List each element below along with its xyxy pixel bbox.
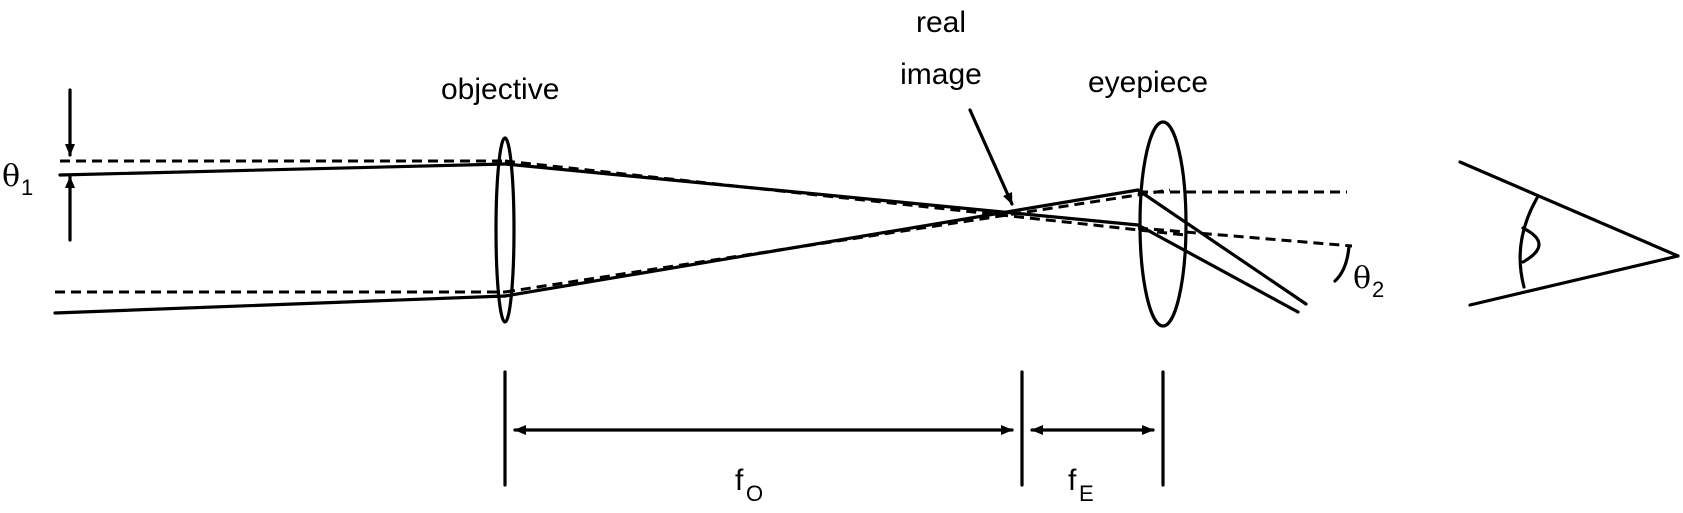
theta2-symbol: θ [1353, 261, 1371, 296]
eye-pupil-arc [1521, 226, 1541, 264]
eye-upper-line [1458, 160, 1680, 258]
objective-lens [494, 136, 516, 324]
incoming-ray-top [58, 162, 507, 177]
real-image-pointer-arrow [968, 108, 1014, 206]
theta2-angle-arc [1333, 244, 1351, 283]
incoming-ray-bottom [53, 294, 507, 315]
dashed-ray-top [504, 159, 1186, 237]
objective-label: objective [441, 73, 559, 106]
dashed-ray-bottom [504, 188, 1171, 294]
fe-subscript: E [1079, 481, 1094, 506]
eyepiece-lens [1138, 120, 1188, 328]
real-image-label-line1: real [916, 6, 966, 39]
fe-symbol: f [1068, 464, 1077, 497]
theta1-symbol: θ [2, 159, 20, 194]
outgoing-ray-top [1136, 188, 1308, 306]
fo-subscript: O [746, 481, 763, 506]
eye-lower-line [1468, 254, 1680, 307]
outgoing-ray-bottom [1136, 223, 1300, 314]
theta2-subscript: 2 [1372, 277, 1384, 302]
theta1-subscript: 1 [21, 175, 33, 200]
converging-ray-top [503, 162, 1140, 227]
eye-lens-arc [1518, 196, 1539, 289]
eyepiece-label: eyepiece [1088, 66, 1208, 99]
fo-symbol: f [735, 464, 744, 497]
real-image-label-line2: image [900, 58, 982, 91]
reference-ray-angled-right [1137, 226, 1353, 248]
